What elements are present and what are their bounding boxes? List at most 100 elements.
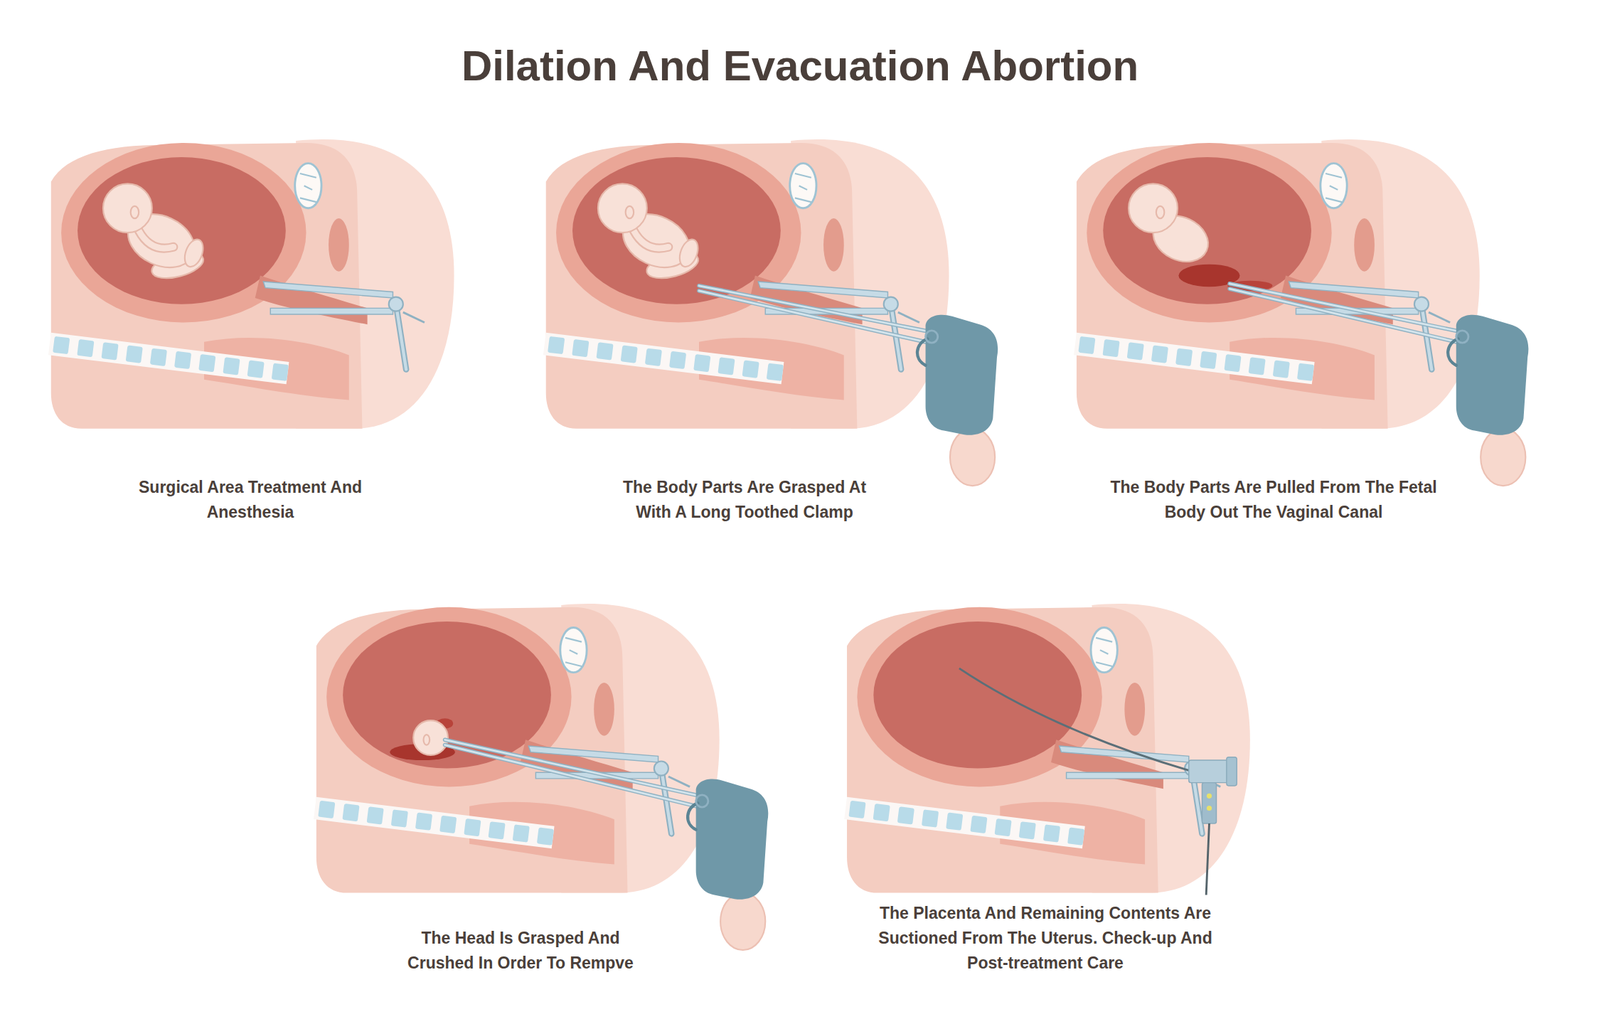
- pubic-bone: [1320, 163, 1347, 209]
- rectum: [469, 802, 615, 865]
- suction-cannula: [959, 668, 1189, 771]
- vertebra: [547, 336, 565, 355]
- vertebra: [669, 351, 687, 370]
- vertebra: [198, 354, 216, 372]
- clamp-ring: [1456, 330, 1469, 343]
- fetus-ear: [625, 206, 634, 219]
- vertebra: [439, 815, 457, 834]
- vertebra: [1199, 351, 1217, 370]
- fetus-arm: [633, 230, 669, 249]
- fetus-arm: [633, 230, 669, 249]
- speculum-screw: [1428, 312, 1450, 323]
- section-panel: [48, 139, 455, 429]
- vertebra: [742, 359, 760, 378]
- rectum: [699, 337, 845, 401]
- vertebra: [969, 815, 988, 834]
- fetus-head: [103, 183, 153, 233]
- fetus-arm: [138, 230, 174, 249]
- toothed-clamp: [1229, 283, 1460, 332]
- vertebra: [247, 359, 265, 378]
- clamp-ring: [925, 330, 938, 343]
- speculum-pivot: [883, 297, 899, 312]
- fetus-ear: [423, 734, 431, 745]
- section-panel: [844, 603, 1251, 896]
- rectum: [999, 802, 1145, 865]
- toothed-clamp: [699, 290, 930, 343]
- step-caption: The Placenta And Remaining Contents Are …: [873, 900, 1219, 976]
- bone-hatch: [795, 173, 812, 178]
- bone-hatch: [300, 173, 317, 178]
- vertebra: [1019, 821, 1037, 840]
- vertebra: [536, 827, 554, 845]
- clamp-ring: [696, 795, 709, 808]
- vertebra: [766, 363, 784, 382]
- toothed-clamp: [445, 739, 701, 796]
- spine-band: [48, 332, 290, 384]
- toothed-clamp: [1229, 288, 1460, 343]
- rectum: [204, 337, 350, 401]
- labia: [1124, 682, 1145, 736]
- vertebra: [1043, 824, 1061, 842]
- vertebra: [994, 818, 1012, 837]
- vertebra: [1067, 827, 1085, 845]
- toothed-clamp: [1229, 283, 1460, 332]
- suction-grip: [1201, 782, 1216, 824]
- spine-band: [543, 332, 785, 384]
- gloved-hand: [1456, 315, 1529, 436]
- rectum: [1229, 337, 1375, 401]
- uterus-cavity: [572, 157, 781, 305]
- bone-hatch: [1095, 662, 1113, 667]
- vertebra: [488, 821, 506, 840]
- glove-thumb: [917, 338, 928, 365]
- speculum-blade: [1066, 772, 1189, 779]
- spine-band: [313, 797, 555, 849]
- speculum-blade: [270, 307, 393, 315]
- vertebra: [1297, 363, 1315, 382]
- speculum-blade: [263, 281, 393, 298]
- toothed-clamp: [699, 290, 930, 343]
- uterus-cavity: [873, 621, 1082, 769]
- vertebra: [391, 809, 409, 828]
- spine-band: [844, 797, 1086, 849]
- fetus-head: [413, 720, 448, 756]
- vertebra: [1127, 342, 1145, 360]
- uterus-cavity: [77, 157, 286, 305]
- toothed-clamp: [445, 745, 701, 808]
- speculum-pivot: [1414, 297, 1429, 312]
- vertebra: [921, 809, 939, 828]
- vertebra: [52, 336, 70, 355]
- fetus-foot: [676, 236, 702, 270]
- vertebra: [125, 344, 143, 363]
- indicator-light: [1206, 793, 1212, 799]
- bone-hatch: [1095, 637, 1113, 643]
- pubic-bone: [790, 163, 817, 209]
- suction-device: [1188, 760, 1230, 783]
- fetus-ear: [1156, 206, 1165, 219]
- vertebra: [1151, 344, 1169, 363]
- speculum-blade: [1288, 281, 1418, 298]
- vertebra: [342, 803, 360, 822]
- bone-hatch: [799, 185, 808, 190]
- labia: [1353, 218, 1375, 272]
- step-caption: The Head Is Grasped And Crushed In Order…: [406, 925, 635, 976]
- bone-hatch: [565, 637, 582, 643]
- title: Dilation And Evacuation Abortion: [461, 41, 1139, 91]
- vertebra: [463, 818, 481, 837]
- toothed-clamp: [699, 285, 930, 333]
- vertebra: [150, 348, 168, 367]
- bone-hatch: [795, 197, 812, 202]
- toothed-clamp: [445, 745, 701, 808]
- speculum-screw: [668, 776, 690, 787]
- vertebra: [415, 812, 433, 830]
- bone-hatch: [569, 649, 578, 655]
- bone-hatch: [300, 197, 317, 202]
- vertebra: [620, 344, 638, 363]
- uterus-cavity: [1102, 157, 1312, 305]
- fetus-foot: [181, 236, 207, 270]
- speculum-screw: [403, 312, 425, 323]
- section-panel: [1073, 139, 1529, 486]
- vertebra: [174, 351, 192, 370]
- vertebra: [271, 363, 289, 382]
- vertebra: [571, 339, 589, 357]
